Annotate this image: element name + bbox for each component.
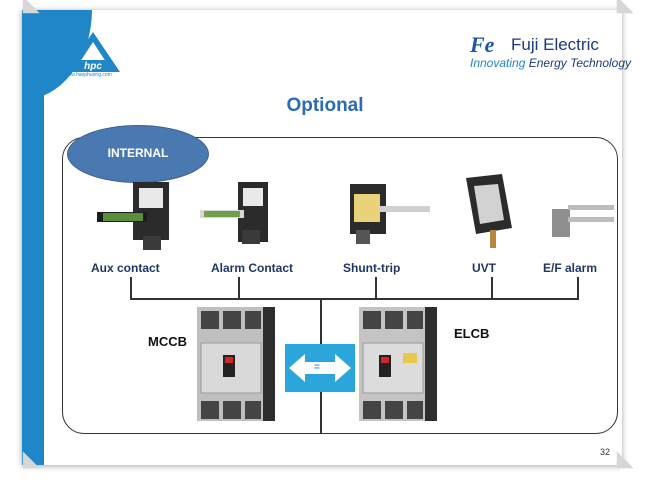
elcb-image: [359, 307, 437, 421]
mccb-image: [197, 307, 275, 421]
uvt-image: [466, 174, 512, 248]
page-number: 32: [600, 447, 611, 457]
fuji-electric-logo: Fe Fuji Electric Innovating Energy Techn…: [470, 32, 631, 72]
label-shunt-trip: Shunt-trip: [343, 261, 401, 275]
label-uvt: UVT: [472, 261, 496, 275]
side-accent-strip: [22, 10, 44, 465]
equal-sign: =: [314, 362, 320, 373]
internal-label: INTERNAL: [107, 146, 169, 160]
brand-tagline: Innovating Energy Technology: [470, 56, 631, 70]
equivalence-arrow: =: [285, 344, 355, 392]
slide-title: Optional: [286, 95, 364, 116]
corner-pin-icon: [608, 451, 634, 477]
internal-ellipse: INTERNAL: [67, 125, 209, 183]
double-arrow-icon: [289, 354, 351, 382]
connector-line: [130, 277, 132, 299]
shunt-trip-image: [350, 184, 430, 244]
logo-url: www.haophuong.com: [64, 72, 112, 78]
alarm-contact-image: [200, 182, 268, 244]
connector-line: [491, 277, 493, 299]
connector-line: [238, 277, 240, 299]
elcb-label: ELCB: [454, 326, 490, 341]
mccb-label: MCCB: [148, 334, 187, 349]
connector-line: [375, 277, 377, 299]
connector-line: [577, 277, 579, 299]
fuji-mark: Fe: [470, 32, 495, 57]
ef-alarm-image: [552, 205, 614, 237]
tagline-suffix: Energy Technology: [528, 56, 632, 70]
tagline-prefix: Innovating: [470, 56, 526, 70]
brand-name: Fuji Electric: [511, 35, 599, 54]
hpc-logo: hpc: [66, 32, 120, 72]
label-aux-contact: Aux contact: [91, 261, 160, 275]
label-alarm-contact: Alarm Contact: [211, 261, 294, 275]
diagram-frame: [62, 137, 618, 434]
label-ef-alarm: E/F alarm: [543, 261, 598, 275]
bus-line: [130, 298, 579, 300]
logo-text: hpc: [84, 61, 102, 72]
aux-contact-image: [97, 182, 169, 250]
